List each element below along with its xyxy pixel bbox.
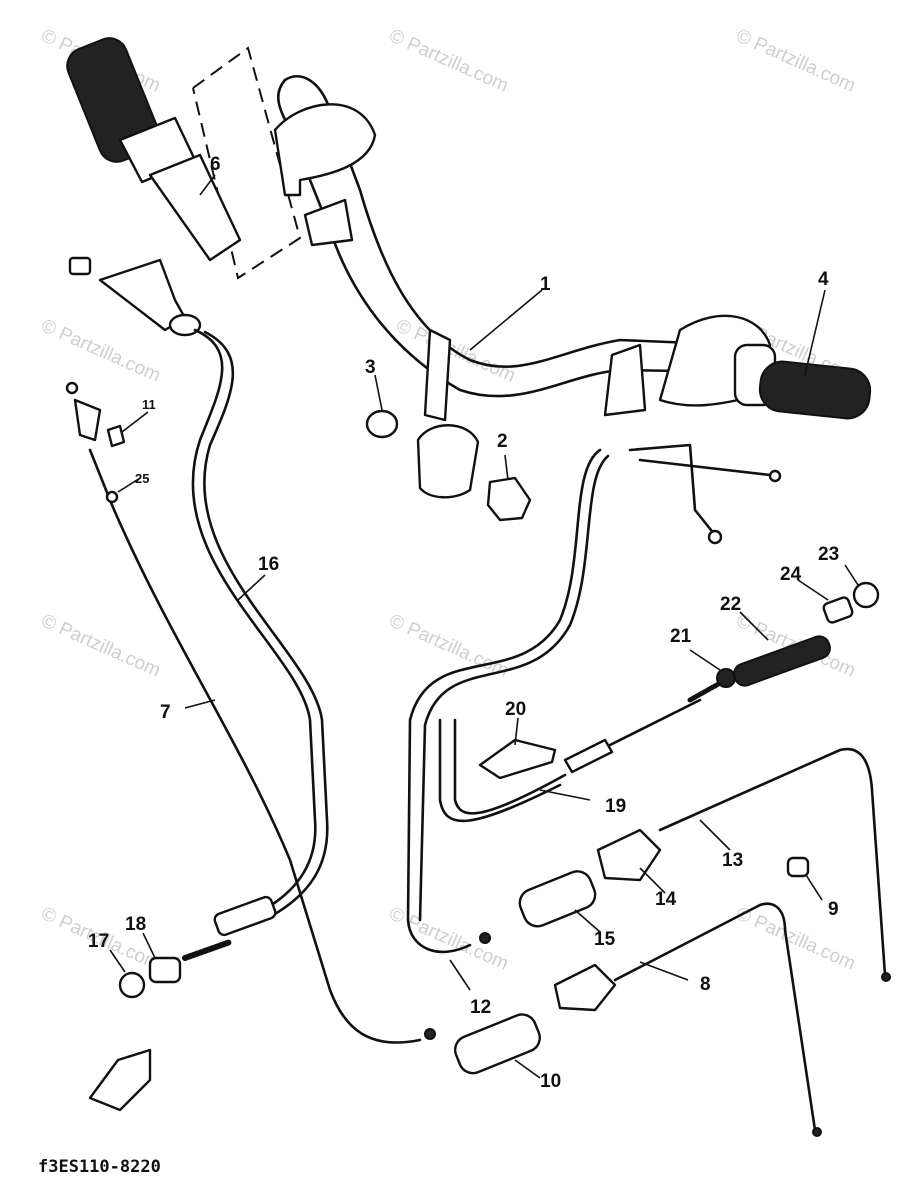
callout-22: 22 bbox=[720, 594, 741, 615]
callout-14: 14 bbox=[655, 889, 677, 910]
part-20 bbox=[478, 738, 557, 780]
callout-labels: 1 2 3 4 6 7 8 9 10 11 12 13 14 15 16 17 … bbox=[88, 154, 839, 1092]
cable-13 bbox=[658, 747, 891, 982]
left-lever-bracket bbox=[68, 256, 202, 337]
callout-6: 6 bbox=[210, 154, 221, 175]
handlebar-part bbox=[273, 74, 772, 422]
drawing-code: f3ES110-8220 bbox=[38, 1157, 161, 1177]
callout-10: 10 bbox=[540, 1071, 561, 1092]
callout-2: 2 bbox=[497, 431, 508, 452]
nut-parts bbox=[118, 956, 182, 999]
watermark: © Partzilla.com bbox=[386, 903, 512, 974]
watermark: © Partzilla.com bbox=[38, 315, 164, 386]
callout-11: 11 bbox=[142, 397, 156, 412]
front-direction-marker bbox=[88, 1048, 152, 1112]
left-grip-part bbox=[66, 37, 302, 280]
adjuster-parts bbox=[716, 581, 880, 688]
small-fittings bbox=[105, 424, 126, 504]
cable-8 bbox=[553, 902, 822, 1137]
cable-12 bbox=[406, 448, 610, 954]
watermark: © Partzilla.com bbox=[386, 25, 512, 96]
clamp-parts bbox=[365, 409, 532, 522]
cable-16 bbox=[182, 328, 329, 961]
callout-15: 15 bbox=[594, 929, 616, 950]
watermark: © Partzilla.com bbox=[733, 25, 859, 96]
callout-20: 20 bbox=[505, 699, 526, 720]
part-14 bbox=[596, 828, 662, 882]
watermark: © Partzilla.com bbox=[38, 610, 164, 681]
callout-4: 4 bbox=[818, 269, 829, 290]
callout-24: 24 bbox=[780, 564, 802, 585]
callout-7: 7 bbox=[160, 702, 171, 723]
callout-25: 25 bbox=[135, 471, 149, 486]
watermark: © Partzilla.com bbox=[733, 903, 859, 974]
watermark: © Partzilla.com bbox=[386, 610, 512, 681]
leader-lines bbox=[109, 174, 859, 1079]
callout-19: 19 bbox=[605, 796, 626, 817]
right-grip-part bbox=[733, 343, 872, 420]
callout-9: 9 bbox=[828, 899, 839, 920]
part-9 bbox=[786, 856, 810, 878]
part-10 bbox=[453, 1013, 541, 1075]
part-15 bbox=[518, 870, 597, 928]
callout-17: 17 bbox=[88, 931, 109, 952]
right-lever-bracket bbox=[628, 443, 782, 545]
callout-16: 16 bbox=[258, 554, 279, 575]
callout-12: 12 bbox=[470, 997, 491, 1018]
callout-8: 8 bbox=[700, 974, 711, 995]
callout-1: 1 bbox=[540, 274, 551, 295]
callout-3: 3 bbox=[365, 357, 376, 378]
callout-13: 13 bbox=[722, 850, 743, 871]
callout-18: 18 bbox=[125, 914, 146, 935]
callout-23: 23 bbox=[818, 544, 839, 565]
callout-21: 21 bbox=[670, 626, 692, 647]
